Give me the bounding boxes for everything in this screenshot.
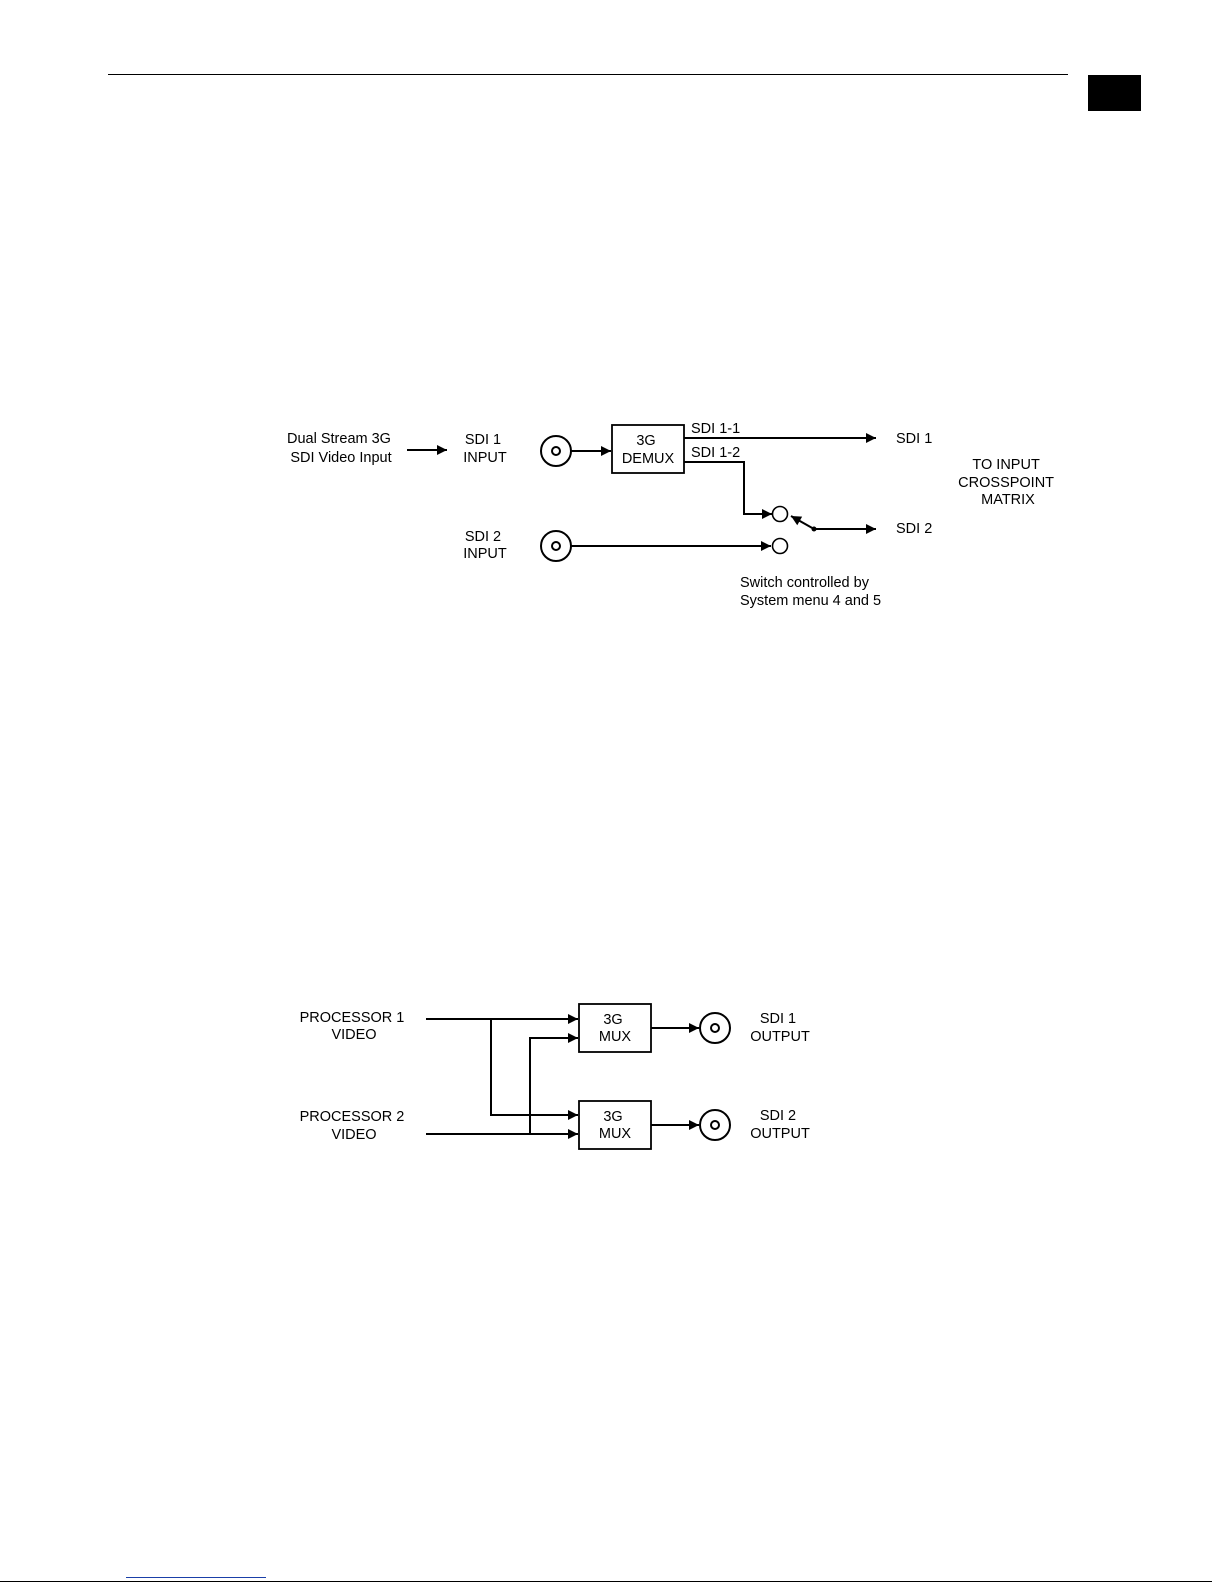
- processor2-label: PROCESSOR 2 VIDEO: [300, 1109, 409, 1143]
- out-sdi1-label: SDI 1: [896, 431, 932, 447]
- processor2-to-mux1-wire: [530, 1038, 578, 1134]
- mux2-label: 3G MUX: [599, 1109, 632, 1142]
- processor1-label: PROCESSOR 1 VIDEO: [300, 1010, 409, 1043]
- sdi1-input-connector-icon: [541, 436, 571, 466]
- switch-contact-lower: [773, 539, 788, 554]
- header-rule: [108, 74, 1068, 75]
- mux1-label: 3G MUX: [599, 1012, 632, 1045]
- sdi2-output-label: SDI 2 OUTPUT: [750, 1108, 810, 1142]
- destination-label: TO INPUT CROSSPOINT MATRIX: [958, 457, 1058, 508]
- processor1-to-mux2-wire: [491, 1019, 578, 1115]
- switch-note: Switch controlled by System menu 4 and 5: [740, 575, 881, 609]
- out-sdi2-label: SDI 2: [896, 521, 932, 537]
- switch-contact-upper: [773, 507, 788, 522]
- stream-1-label: SDI 1-1: [691, 421, 740, 437]
- sdi2-input-label: SDI 2 INPUT: [463, 529, 507, 562]
- stream-2-label: SDI 1-2: [691, 445, 740, 461]
- footer-link-underline[interactable]: [126, 1577, 266, 1578]
- output-diagram: PROCESSOR 1 VIDEO PROCESSOR 2 VIDEO 3G M…: [0, 990, 1225, 1170]
- footer-rule: [0, 1581, 1212, 1582]
- sdi1-output-label: SDI 1 OUTPUT: [750, 1011, 810, 1045]
- stream-2-wire: [684, 462, 772, 514]
- source-label: Dual Stream 3G SDI Video Input: [287, 431, 395, 466]
- sdi1-output-connector-icon: [700, 1013, 730, 1043]
- sdi1-input-label: SDI 1 INPUT: [463, 432, 507, 466]
- switch-lever: [791, 516, 814, 529]
- sdi2-input-connector-icon: [541, 531, 571, 561]
- chapter-tab: [1088, 75, 1141, 111]
- input-diagram: Dual Stream 3G SDI Video Input SDI 1 INP…: [0, 400, 1225, 630]
- sdi2-output-connector-icon: [700, 1110, 730, 1140]
